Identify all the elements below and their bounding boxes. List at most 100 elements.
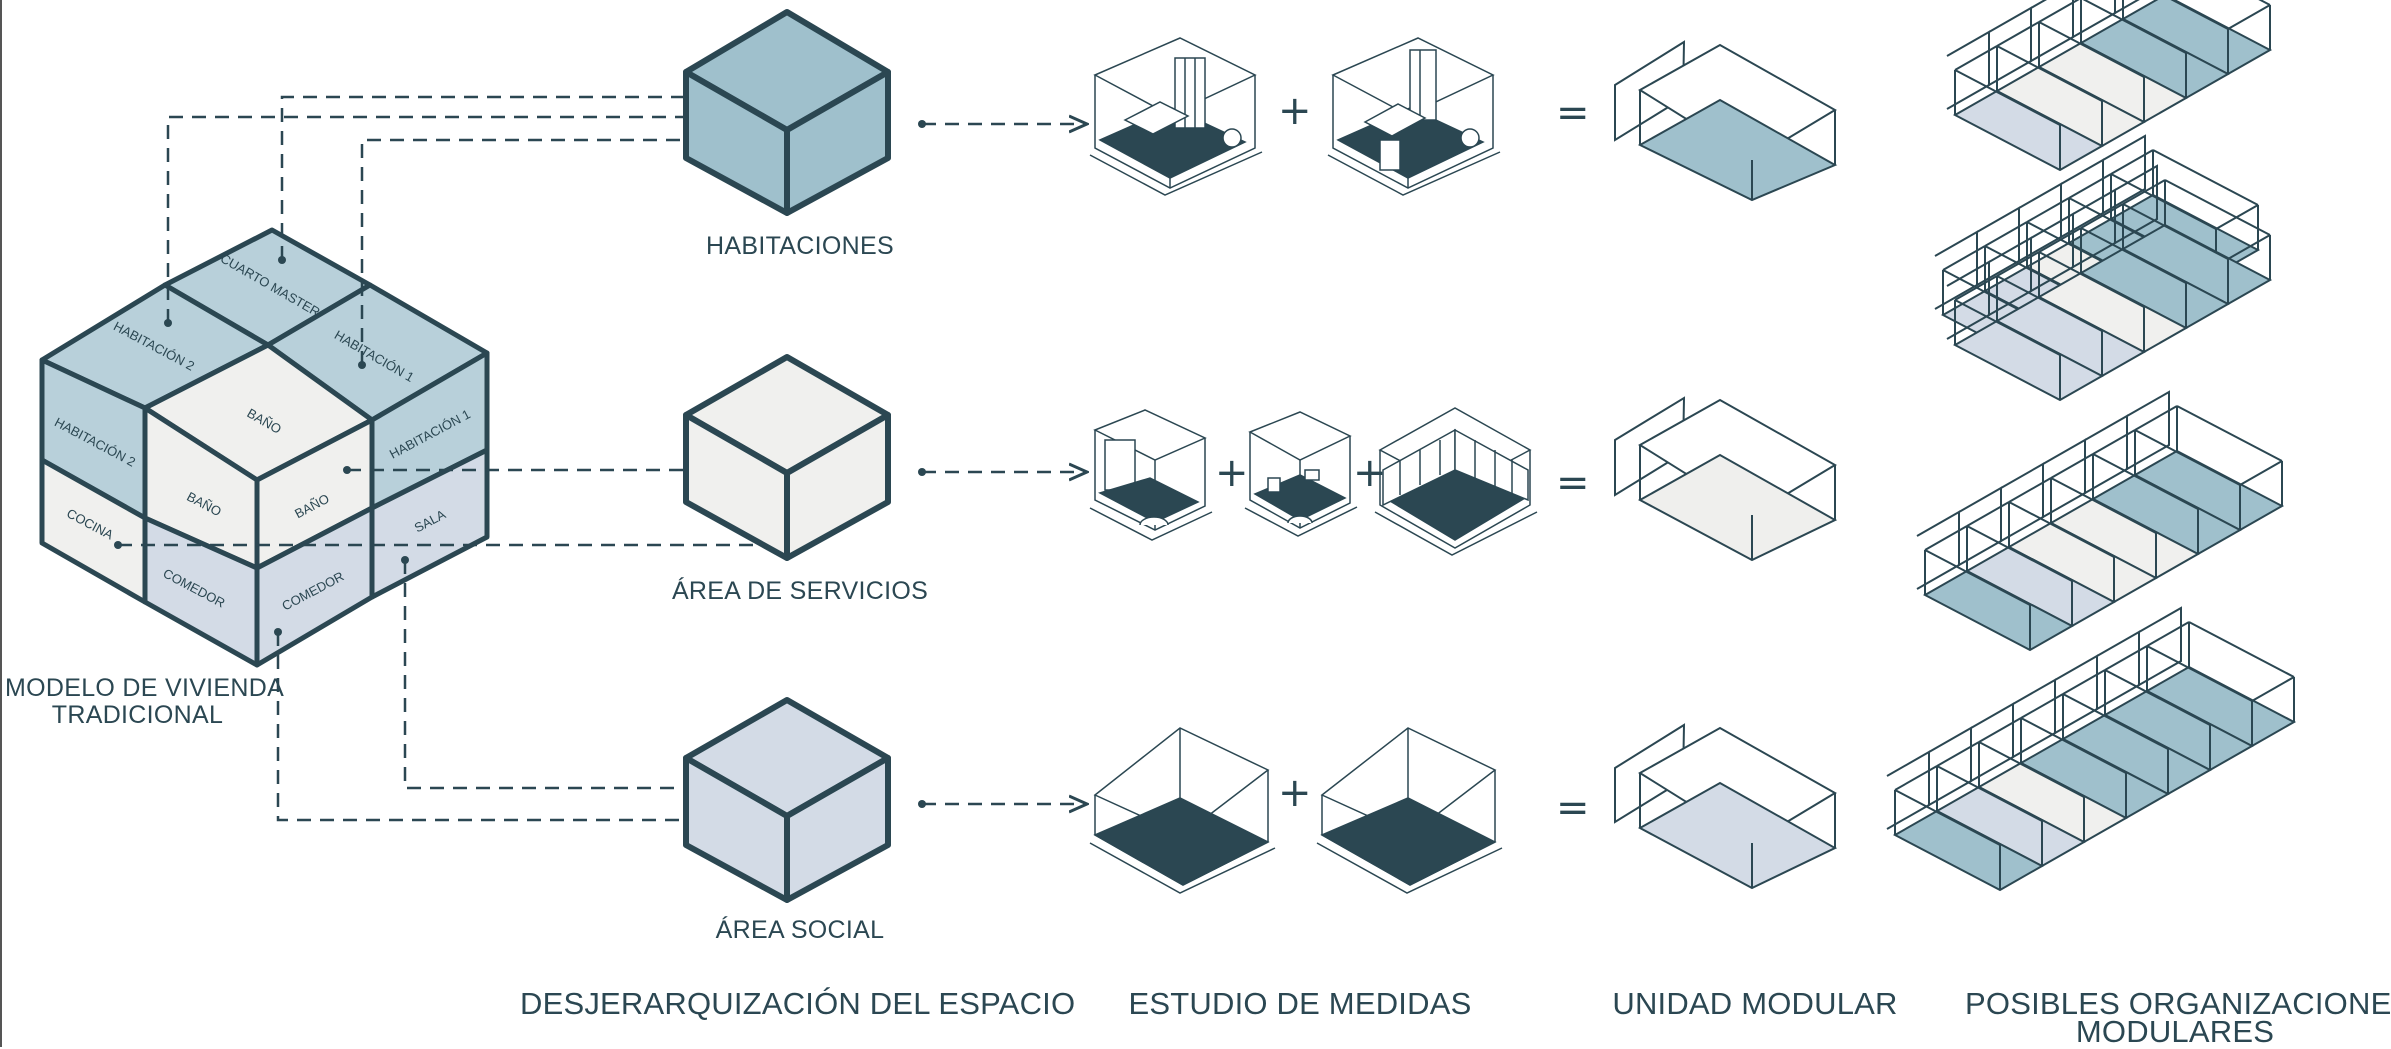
org1-module-floor: [1952, 89, 2105, 172]
org4-module-edge: [1936, 741, 1980, 767]
org4-wall-plate: [2012, 678, 2056, 758]
modular-unit-habitaciones: [1614, 40, 1838, 202]
org3-module-edge: [2050, 453, 2094, 479]
org2-wall-plate: [2018, 182, 2062, 262]
org3-module-edge: [2092, 429, 2136, 455]
org4-module-edge: [2062, 693, 2169, 750]
org4-module-edge: [1894, 789, 2001, 846]
org4-module-edge: [2146, 621, 2190, 647]
room-social-1: [1089, 727, 1276, 894]
org3-wall-plate: [2042, 438, 2086, 518]
connector-cuarto-master: [280, 97, 715, 260]
org2-module-edge: [2152, 149, 2259, 206]
connector-comedor: [276, 632, 715, 820]
org4-wall-plate: [1886, 750, 1930, 830]
org2-module-edge: [2227, 234, 2271, 260]
org4-wall-plate: [2096, 630, 2140, 710]
org3-module-edge: [2050, 477, 2157, 534]
label-area-social: ÁREA SOCIAL: [715, 916, 885, 944]
org1-module-edge: [2082, 0, 2187, 54]
org1-wall-plate: [1988, 6, 2032, 86]
footer-desjerarquizacion: DESJERARQUIZACIÓN DEL ESPACIO: [520, 986, 1076, 1021]
org3-module-edge: [1966, 525, 2073, 582]
org3-module-edge: [2134, 429, 2241, 486]
model-caption: MODELO DE VIVIENDA TRADICIONAL: [5, 674, 285, 729]
org2-wall-plate: [2102, 134, 2146, 214]
org4-wall-plate: [2138, 606, 2182, 686]
org3-wall-plate: [1958, 486, 2002, 566]
footer-estudio-medidas: ESTUDIO DE MEDIDAS: [1128, 986, 1472, 1021]
model-caption-line2: TRADICIONAL: [51, 701, 224, 729]
org1-module-edge: [1996, 45, 2103, 102]
modular-organizations: [1886, 0, 2297, 892]
org3-module-edge: [1924, 549, 2031, 606]
org4-module-edge: [2020, 717, 2127, 774]
footer-col4-line2: MODULARES: [2075, 1014, 2275, 1049]
plus-operator-2: +: [1215, 450, 1249, 496]
connector-dots: [114, 120, 926, 808]
org2-module-edge: [1954, 299, 2061, 356]
org1-module-edge: [2227, 4, 2271, 30]
connector-habitacion1: [360, 140, 715, 365]
label-habitaciones: HABITACIONES: [706, 232, 894, 260]
room-bedroom-1: [1089, 37, 1263, 196]
footer-unidad-modular: UNIDAD MODULAR: [1612, 986, 1898, 1021]
footer-col4-line1: POSIBLES ORGANIZACIONES: [1965, 986, 2391, 1021]
org4-module-floor: [1892, 809, 2045, 892]
org2-module-edge: [2122, 203, 2229, 260]
org1-wall-plate: [2114, 0, 2140, 14]
org4-module-edge: [1978, 717, 2022, 743]
org2-wall-plate: [2060, 158, 2104, 238]
org2-module-floor: [1952, 319, 2105, 402]
org4-module-edge: [2251, 676, 2295, 702]
org4-module-edge: [2146, 645, 2253, 702]
left-edge-line: [0, 0, 2, 1047]
room-social-2: [1316, 727, 1503, 894]
org2-wall-plate: [1946, 260, 1990, 340]
plus-operator-1: +: [1278, 88, 1312, 134]
org3-module-edge: [1966, 501, 2010, 527]
plus-operator-4: +: [1278, 770, 1312, 816]
org1-wall-plate: [2072, 0, 2116, 38]
modular-unit-social: [1614, 723, 1838, 890]
org1-wall-plate: [2030, 0, 2074, 62]
traditional-house-cube: [39, 227, 490, 668]
org1-module-edge: [1996, 21, 2040, 47]
org2-module-edge: [2026, 197, 2070, 223]
org4-module-edge: [1978, 741, 2085, 798]
cube-social: [683, 697, 891, 903]
room-bedroom-2: [1327, 37, 1501, 196]
org2-module-edge: [2038, 251, 2145, 308]
org3-module-edge: [2176, 405, 2283, 462]
org3-module-edge: [2134, 405, 2178, 431]
org3-wall-plate: [2126, 390, 2170, 470]
org3-module-edge: [2008, 477, 2052, 503]
org3-wall-plate: [2084, 414, 2128, 494]
org1-module-edge: [2170, 0, 2229, 30]
model-caption-line1: MODELO DE VIVIENDA: [5, 674, 285, 702]
org3-wall-plate: [2000, 462, 2044, 542]
org3-module-floor: [1922, 569, 2075, 652]
org3-module-edge: [2008, 501, 2115, 558]
org2-module-edge: [1942, 245, 1986, 271]
cube-habitaciones: [683, 9, 891, 216]
org1-module-edge: [2038, 0, 2080, 23]
footer-posibles-organizaciones: POSIBLES ORGANIZACIONES MODULARES: [1965, 986, 2391, 1049]
org4-wall-plate: [1928, 726, 1972, 806]
org1-module-edge: [1954, 69, 2061, 126]
org2-module-edge: [2068, 173, 2112, 199]
org4-module-edge: [2062, 669, 2106, 695]
cube-servicios: [683, 354, 891, 561]
org4-module-edge: [2188, 621, 2295, 678]
org3-wall-plate: [1916, 510, 1960, 590]
org2-wall-plate: [1988, 236, 2032, 316]
org2-module-edge: [2164, 179, 2271, 236]
org2-module-edge: [1984, 221, 2028, 247]
org3-module-edge: [2239, 460, 2283, 486]
org2-wall-plate: [1934, 230, 1978, 310]
org2-wall-plate: [2072, 188, 2116, 268]
org3-module-edge: [1924, 525, 1968, 551]
org2-wall-plate: [1976, 206, 2020, 286]
